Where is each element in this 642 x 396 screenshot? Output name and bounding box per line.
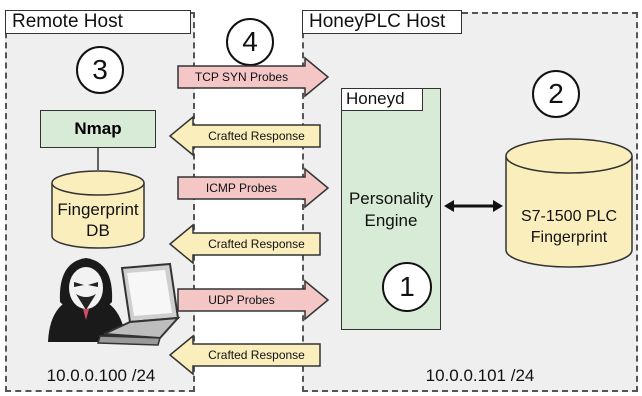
bidirectional-arrow <box>444 200 503 212</box>
remote-host-title: Remote Host <box>5 10 191 34</box>
honeyd-label: Honeyd <box>341 88 423 111</box>
honeyplc-host-title: HoneyPLC Host <box>302 10 462 34</box>
tcp-syn-probe-arrow <box>177 56 330 98</box>
tcp-syn-probe-label: TCP SYN Probes <box>194 70 289 84</box>
plc-fingerprint-cylinder <box>505 138 633 268</box>
honeyplc-host-ip: 10.0.0.101 /24 <box>425 366 535 385</box>
step-4-circle: 4 <box>226 18 274 66</box>
nmap-label: Nmap <box>74 119 122 138</box>
fingerprint-db-cylinder <box>51 170 145 249</box>
crafted-response-arrow-1 <box>168 115 321 157</box>
fingerprint-db-label: Fingerprint DB <box>57 200 139 240</box>
step-2-circle: 2 <box>532 70 580 118</box>
icmp-probe-arrow <box>177 167 330 209</box>
crafted-response-arrow-2 <box>168 223 321 265</box>
crafted-response-label-2: Crafted Response <box>208 237 305 251</box>
udp-probe-arrow <box>177 279 330 321</box>
step-3-circle: 3 <box>76 46 124 94</box>
nmap-box: Nmap <box>40 110 156 148</box>
remote-host-ip: 10.0.0.100 /24 <box>46 366 156 385</box>
plc-fingerprint-label: S7-1500 PLC Fingerprint <box>520 208 618 246</box>
crafted-response-label-3: Crafted Response <box>208 348 305 362</box>
crafted-response-label-1: Crafted Response <box>208 129 305 143</box>
personality-engine-label: Personality Engine <box>348 189 434 230</box>
step-1-circle: 1 <box>382 262 432 312</box>
crafted-response-arrow-3 <box>168 334 321 376</box>
attacker-laptop-icon <box>48 258 181 346</box>
udp-probe-label: UDP Probes <box>208 293 275 307</box>
icmp-probe-label: ICMP Probes <box>205 181 278 195</box>
